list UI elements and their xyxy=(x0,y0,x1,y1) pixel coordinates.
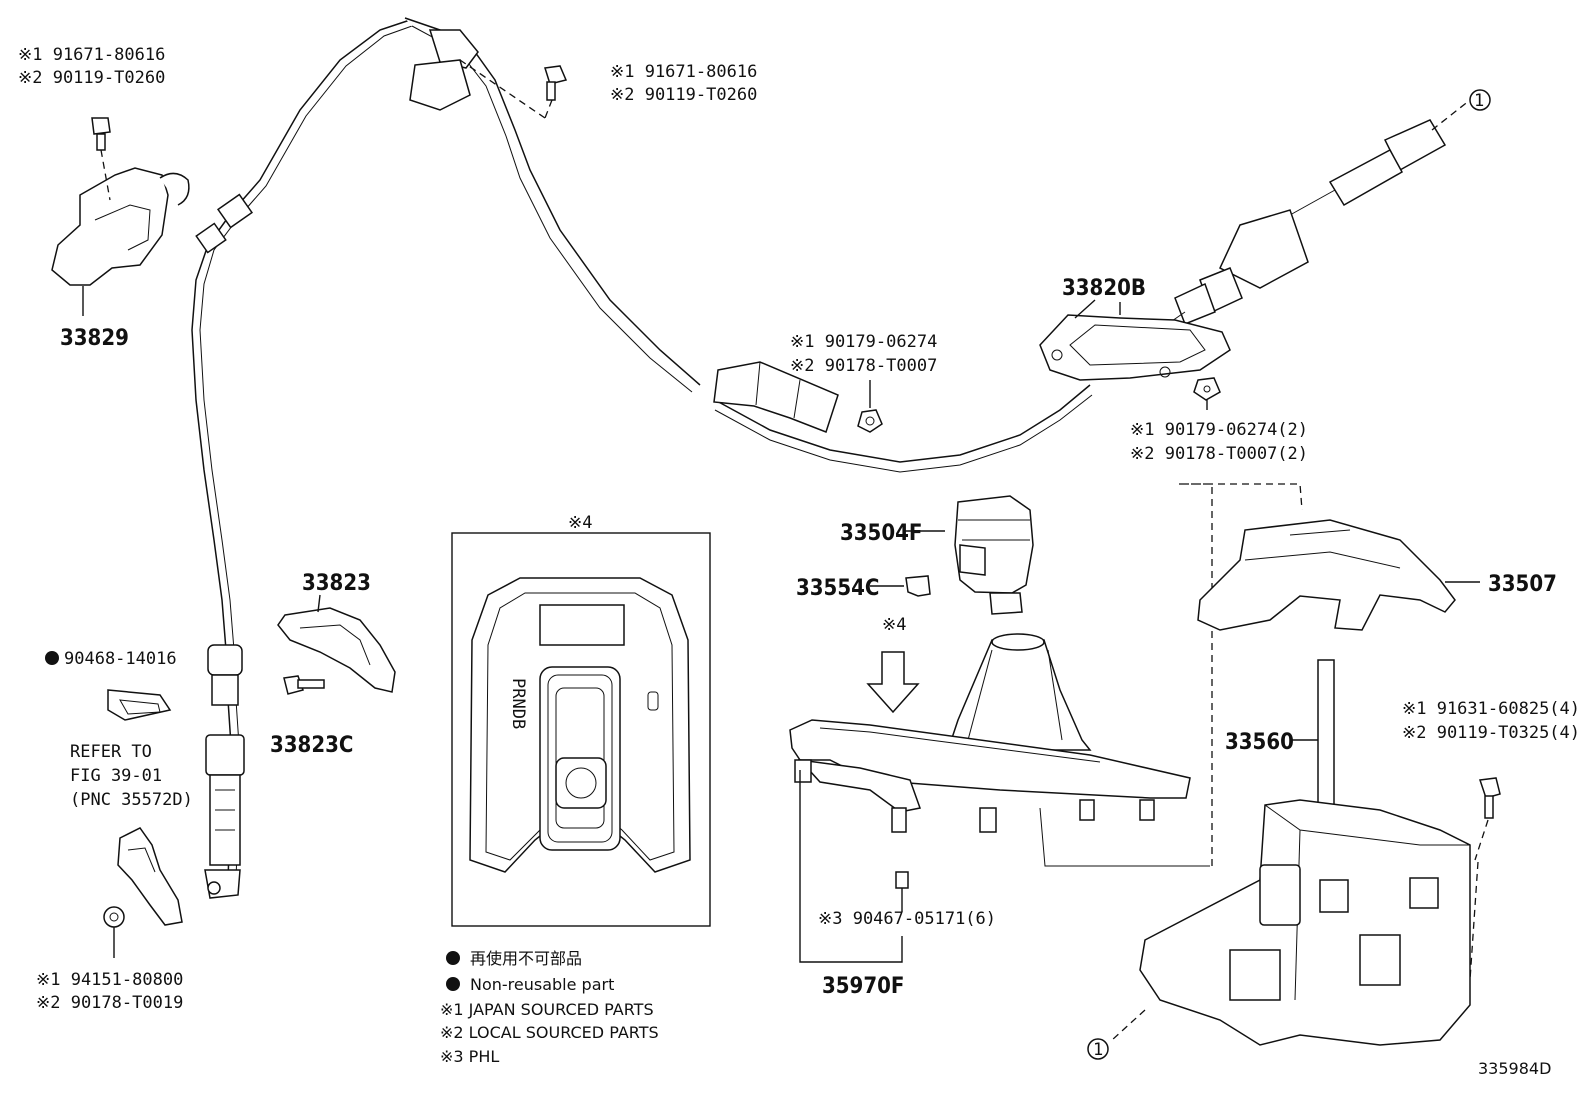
ref4-arrow-label: ※4 xyxy=(882,615,906,635)
gate-detail-box xyxy=(451,532,711,927)
callout-text: ※1 90179-06274(2) xyxy=(1130,420,1308,440)
callout-text: ※2 90119-T0325(4) xyxy=(1402,723,1580,743)
refer-text: FIG 39-01 xyxy=(70,766,162,786)
cable-end-right xyxy=(1129,89,1491,351)
callout-text: ※2 90178-T0019 xyxy=(36,993,183,1013)
callout-retainer: 90468-14016 xyxy=(45,649,177,669)
callout-lower-nut: ※1 94151-80800 ※2 90178-T0019 xyxy=(36,970,183,1013)
part-label-33823C: 33823C xyxy=(270,733,353,758)
part-label-33554C: 33554C xyxy=(796,576,879,601)
non-reusable-dot-icon xyxy=(446,977,460,991)
circle-1-bottom-label: 1 xyxy=(1093,1040,1103,1060)
part-label-33507: 33507 xyxy=(1488,572,1557,597)
callout-text: ※2 90119-T0260 xyxy=(18,68,165,88)
bracket-lower-left xyxy=(103,827,183,958)
bracket-33823 xyxy=(277,607,396,695)
retainer-90468 xyxy=(107,689,172,721)
callout-cable-nut: ※1 90179-06274 ※2 90178-T0007 xyxy=(790,332,937,376)
part-label-33823: 33823 xyxy=(302,571,371,596)
diagram-id: 335984D xyxy=(1478,1059,1551,1078)
callout-text: ※1 91631-60825(4) xyxy=(1402,699,1580,719)
nut-cable xyxy=(857,380,883,433)
clip-33554C xyxy=(905,575,931,597)
callout-text: ※1 94151-80800 xyxy=(36,970,183,990)
part-label-33829: 33829 xyxy=(60,326,129,351)
part-label-35970F: 35970F xyxy=(822,974,904,999)
legend-phl: ※3 PHL xyxy=(440,1047,499,1066)
cable-plate-33820B xyxy=(1039,302,1231,381)
bolt-top xyxy=(459,59,568,119)
callout-text: ※1 91671-80616 xyxy=(18,45,165,65)
callout-plate-nut: ※1 90179-06274(2) ※2 90178-T0007(2) xyxy=(1130,420,1308,464)
callout-bracket-bolt: ※1 91671-80616 ※2 90119-T0260 xyxy=(18,45,165,88)
callout-text: ※1 90179-06274 xyxy=(790,332,937,352)
non-reusable-dot-icon xyxy=(446,951,460,965)
legend-japan: ※1 JAPAN SOURCED PARTS xyxy=(440,1000,654,1019)
callout-clip: ※3 90467-05171(6) xyxy=(818,909,996,929)
ref4-box-label: ※4 xyxy=(568,513,592,533)
callout-top-bolt: ※1 91671-80616 ※2 90119-T0260 xyxy=(610,62,757,105)
arrow-ref4 xyxy=(866,651,920,714)
callout-text: ※2 90178-T0007(2) xyxy=(1130,444,1308,464)
shift-knob-33504F xyxy=(954,495,1034,615)
part-label-33820B: 33820B xyxy=(1062,276,1146,301)
part-label-33560: 33560 xyxy=(1225,730,1294,755)
callout-refer: REFER TO FIG 39-01 (PNC 35572D) xyxy=(70,742,193,810)
shift-assembly-33560 xyxy=(1087,659,1501,1060)
callout-text: ※2 90178-T0007 xyxy=(790,356,937,376)
leader-lines xyxy=(317,299,1480,741)
bracket-33507 xyxy=(1197,519,1456,631)
shift-cable xyxy=(191,17,1093,899)
legend-non-reusable: Non-reusable part xyxy=(470,975,614,994)
circle-1-top-label: 1 xyxy=(1474,91,1484,111)
non-reusable-dot-icon xyxy=(45,651,59,665)
legend-jp: 再使用不可部品 xyxy=(470,949,582,968)
gate-letters: PRNDB xyxy=(508,678,528,729)
callout-shift-bolt: ※1 91631-60825(4) ※2 90119-T0325(4) xyxy=(1402,699,1580,743)
legend-local: ※2 LOCAL SOURCED PARTS xyxy=(440,1023,659,1042)
nut-plate xyxy=(1193,377,1221,410)
callout-text: 90468-14016 xyxy=(64,649,177,669)
part-label-33504F: 33504F xyxy=(840,521,922,546)
callout-text: ※2 90119-T0260 xyxy=(610,85,757,105)
bracket-33829 xyxy=(51,117,190,316)
callout-text: ※1 91671-80616 xyxy=(610,62,757,82)
refer-text: REFER TO xyxy=(70,742,152,762)
legend: 再使用不可部品 Non-reusable part ※1 JAPAN SOURC… xyxy=(440,949,659,1066)
refer-text: (PNC 35572D) xyxy=(70,790,193,810)
console-35970F xyxy=(789,633,1210,963)
